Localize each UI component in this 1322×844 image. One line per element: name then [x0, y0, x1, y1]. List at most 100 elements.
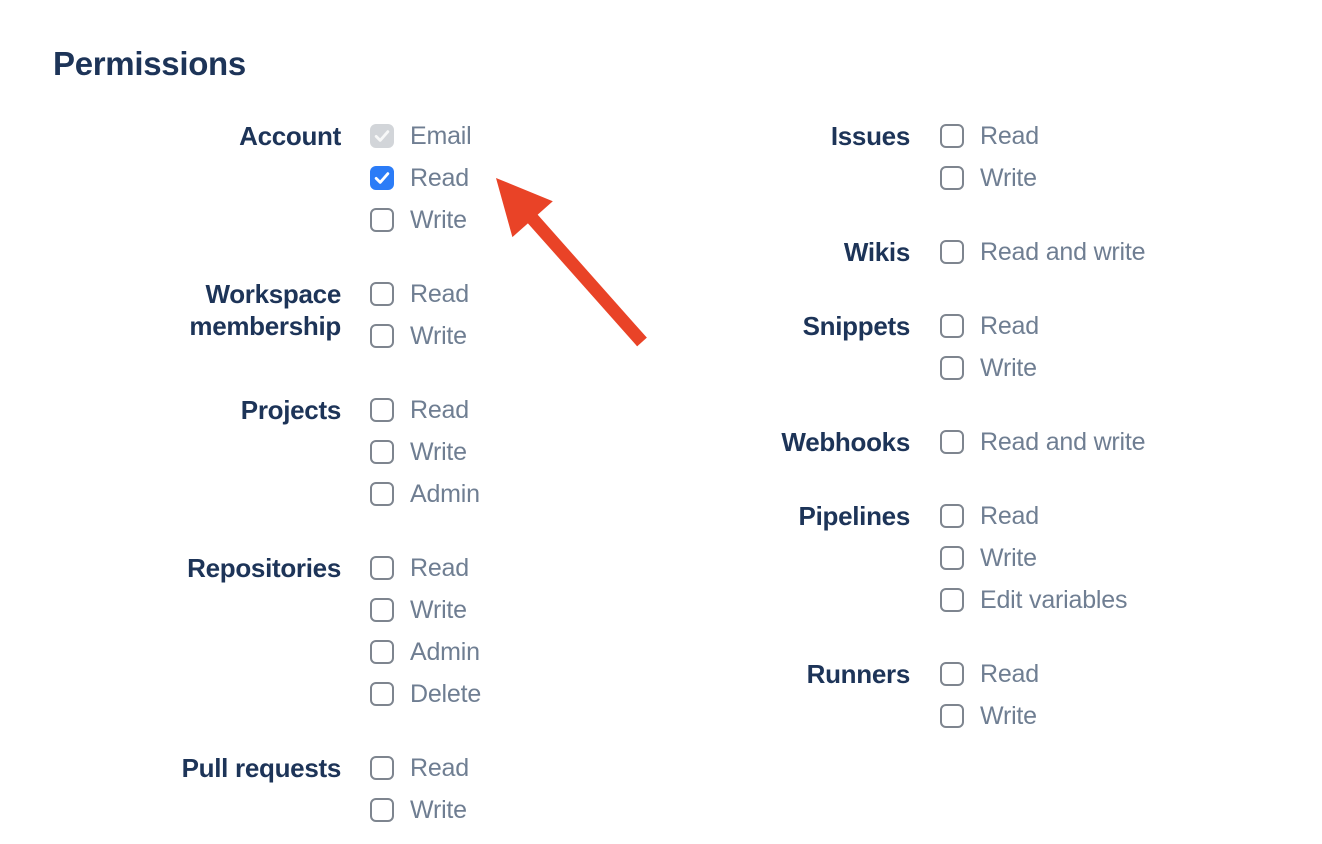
- checkbox-projects-read[interactable]: [370, 398, 394, 422]
- checkbox-label-read[interactable]: Read: [980, 121, 1039, 150]
- checkbox-account-write[interactable]: [370, 208, 394, 232]
- group-label-issues: Issues: [830, 121, 910, 151]
- checkbox-label-read[interactable]: Read: [410, 753, 469, 782]
- checkbox-row-wikis-read-and-write[interactable]: Read and write: [940, 231, 1146, 273]
- group-label-pipelines: Pipelines: [798, 501, 911, 531]
- checkbox-webhooks-read-and-write[interactable]: [940, 430, 964, 454]
- checkbox-label-write[interactable]: Write: [980, 543, 1037, 572]
- checkbox-issues-read[interactable]: [940, 124, 964, 148]
- checkbox-row-account-read[interactable]: Read: [370, 157, 472, 199]
- checkbox-repositories-delete[interactable]: [370, 682, 394, 706]
- checkbox-wikis-read-and-write[interactable]: [940, 240, 964, 264]
- checkbox-label-write[interactable]: Write: [980, 353, 1037, 382]
- checkbox-row-runners-write[interactable]: Write: [940, 695, 1039, 737]
- checkbox-label-write[interactable]: Write: [410, 321, 467, 350]
- checkbox-pipelines-read[interactable]: [940, 504, 964, 528]
- checkbox-repositories-admin[interactable]: [370, 640, 394, 664]
- checkbox-label-read[interactable]: Read: [980, 659, 1039, 688]
- checkbox-label-read-and-write[interactable]: Read and write: [980, 427, 1146, 456]
- checkbox-row-repositories-read[interactable]: Read: [370, 547, 481, 589]
- group-label-snippets: Snippets: [802, 311, 911, 341]
- group-label-account: Account: [239, 121, 341, 151]
- checkbox-row-account-email: Email: [370, 115, 472, 157]
- checkbox-pull-requests-read[interactable]: [370, 756, 394, 780]
- checkbox-row-projects-write[interactable]: Write: [370, 431, 480, 473]
- checkbox-row-pipelines-write[interactable]: Write: [940, 537, 1127, 579]
- checkbox-row-issues-write[interactable]: Write: [940, 157, 1039, 199]
- checkbox-row-webhooks-read-and-write[interactable]: Read and write: [940, 421, 1146, 463]
- group-label-wikis: Wikis: [843, 237, 910, 267]
- checkbox-row-pull-requests-read[interactable]: Read: [370, 747, 469, 789]
- checkbox-row-workspace-membership-write[interactable]: Write: [370, 315, 469, 357]
- checkbox-row-projects-read[interactable]: Read: [370, 389, 480, 431]
- checkbox-snippets-read[interactable]: [940, 314, 964, 338]
- page-title: Permissions: [53, 45, 246, 82]
- checkbox-label-write[interactable]: Write: [980, 701, 1037, 730]
- checkbox-label-write[interactable]: Write: [410, 437, 467, 466]
- checkbox-projects-write[interactable]: [370, 440, 394, 464]
- checkbox-repositories-write[interactable]: [370, 598, 394, 622]
- group-label-runners: Runners: [806, 659, 911, 689]
- checkbox-snippets-write[interactable]: [940, 356, 964, 380]
- checkbox-row-workspace-membership-read[interactable]: Read: [370, 273, 469, 315]
- checkbox-label-write[interactable]: Write: [410, 595, 467, 624]
- checkbox-label-write[interactable]: Write: [410, 205, 467, 234]
- checkbox-label-write[interactable]: Write: [980, 163, 1037, 192]
- checkbox-label-delete[interactable]: Delete: [410, 679, 482, 708]
- checkbox-row-pipelines-read[interactable]: Read: [940, 495, 1127, 537]
- checkbox-row-issues-read[interactable]: Read: [940, 115, 1039, 157]
- group-label-pull-requests: Pull requests: [181, 753, 342, 783]
- checkbox-row-snippets-read[interactable]: Read: [940, 305, 1039, 347]
- checkbox-runners-write[interactable]: [940, 704, 964, 728]
- checkbox-pipelines-edit-variables[interactable]: [940, 588, 964, 612]
- checkbox-label-read[interactable]: Read: [980, 501, 1039, 530]
- checkbox-row-pipelines-edit-variables[interactable]: Edit variables: [940, 579, 1127, 621]
- checkbox-row-snippets-write[interactable]: Write: [940, 347, 1039, 389]
- checkbox-label-read[interactable]: Read: [410, 279, 469, 308]
- check-icon: [374, 130, 390, 142]
- checkbox-label-read[interactable]: Read: [410, 163, 469, 192]
- checkbox-row-pull-requests-write[interactable]: Write: [370, 789, 469, 831]
- checkbox-label-read[interactable]: Read: [410, 553, 469, 582]
- checkbox-projects-admin[interactable]: [370, 482, 394, 506]
- checkbox-workspace-membership-write[interactable]: [370, 324, 394, 348]
- checkbox-row-repositories-admin[interactable]: Admin: [370, 631, 481, 673]
- checkbox-row-runners-read[interactable]: Read: [940, 653, 1039, 695]
- checkbox-runners-read[interactable]: [940, 662, 964, 686]
- checkbox-label-read-and-write[interactable]: Read and write: [980, 237, 1146, 266]
- checkbox-row-projects-admin[interactable]: Admin: [370, 473, 480, 515]
- checkbox-label-admin[interactable]: Admin: [410, 479, 480, 508]
- checkbox-label-admin[interactable]: Admin: [410, 637, 480, 666]
- checkbox-pipelines-write[interactable]: [940, 546, 964, 570]
- checkbox-row-account-write[interactable]: Write: [370, 199, 472, 241]
- checkbox-repositories-read[interactable]: [370, 556, 394, 580]
- checkbox-label-read[interactable]: Read: [980, 311, 1039, 340]
- options-list: Read and write: [940, 421, 1146, 463]
- options-list: Read and write: [940, 231, 1146, 273]
- checkbox-issues-write[interactable]: [940, 166, 964, 190]
- checkbox-account-email: [370, 124, 394, 148]
- checkbox-workspace-membership-read[interactable]: [370, 282, 394, 306]
- checkbox-label-edit-variables[interactable]: Edit variables: [980, 585, 1128, 614]
- checkbox-label-write[interactable]: Write: [410, 795, 467, 824]
- checkbox-label-read[interactable]: Read: [410, 395, 469, 424]
- checkbox-pull-requests-write[interactable]: [370, 798, 394, 822]
- checkbox-row-repositories-write[interactable]: Write: [370, 589, 481, 631]
- checkbox-row-repositories-delete[interactable]: Delete: [370, 673, 481, 715]
- checkbox-account-read[interactable]: [370, 166, 394, 190]
